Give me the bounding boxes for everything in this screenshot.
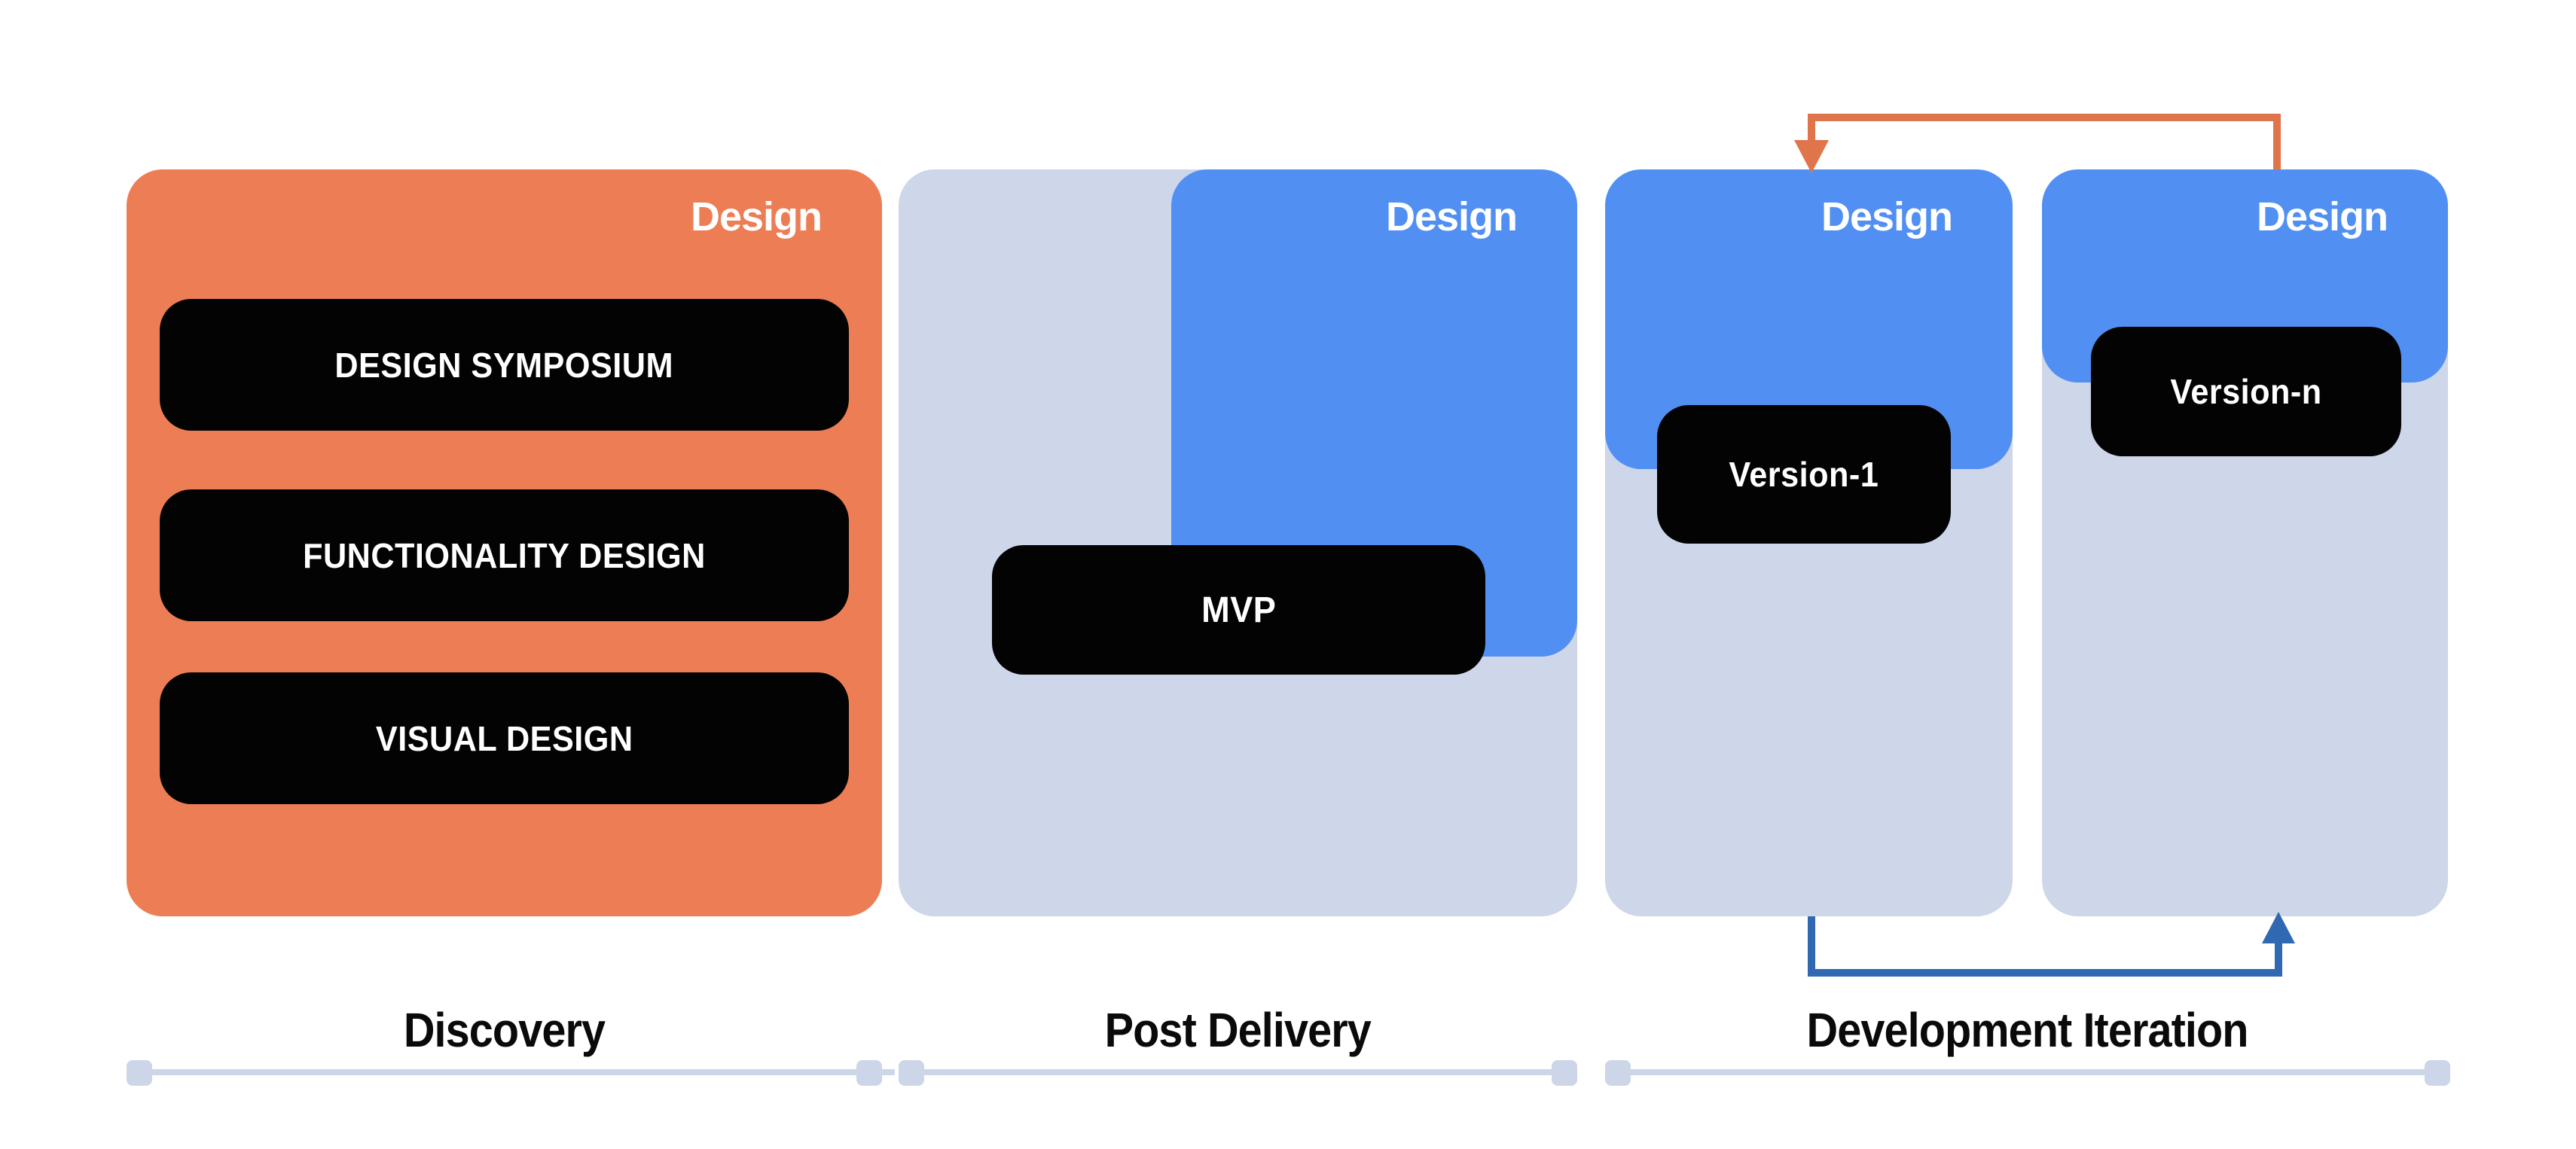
- phase-label-development-iteration: Development Iteration: [1605, 1006, 2450, 1054]
- timeline-endpoint-icon: [127, 1060, 152, 1086]
- pill-visual-design: VISUAL DESIGN: [160, 672, 849, 804]
- arrowhead-down-icon: [1794, 140, 1829, 173]
- feedback-arrow-orange: [1794, 114, 2281, 173]
- timeline-line: [1618, 1069, 2437, 1075]
- pill-label: VISUAL DESIGN: [375, 718, 633, 758]
- arrowhead-up-icon: [2262, 912, 2295, 943]
- discovery-design-box: Design DESIGN SYMPOSIUM FUNCTIONALITY DE…: [127, 169, 882, 916]
- phase-label-text: Post Delivery: [1104, 1003, 1372, 1057]
- pill-version-n: Version-n: [2091, 327, 2401, 456]
- design-tag-iteration-1: Design: [1821, 194, 1953, 239]
- design-tag-label: Design: [1385, 194, 1518, 239]
- pill-label: Version-n: [2170, 372, 2322, 411]
- phase-label-text: Discovery: [403, 1003, 606, 1057]
- timeline-endpoint-icon: [899, 1060, 924, 1086]
- phase-label-text: Development Iteration: [1806, 1003, 2249, 1057]
- phase-label-discovery: Discovery: [127, 1006, 882, 1054]
- pill-version-1: Version-1: [1657, 405, 1951, 544]
- design-tag-label: Design: [690, 194, 823, 239]
- timeline-line: [911, 1069, 1564, 1075]
- timeline-endpoint-icon: [1605, 1060, 1631, 1086]
- timeline-endpoint-icon: [2425, 1060, 2450, 1086]
- pill-design-symposium: DESIGN SYMPOSIUM: [160, 299, 849, 431]
- pill-functionality-design: FUNCTIONALITY DESIGN: [160, 489, 849, 621]
- design-tag-label: Design: [2256, 194, 2388, 239]
- phase-label-post-delivery: Post Delivery: [899, 1006, 1577, 1054]
- pill-mvp: MVP: [992, 545, 1485, 675]
- pill-label: Version-1: [1729, 455, 1879, 494]
- timeline-endpoint-icon: [856, 1060, 882, 1086]
- pill-label: FUNCTIONALITY DESIGN: [303, 535, 706, 575]
- design-tag-label: Design: [1821, 194, 1953, 239]
- pill-label: MVP: [1201, 590, 1277, 630]
- timeline-line: [139, 1069, 895, 1075]
- design-tag-discovery: Design: [690, 194, 823, 239]
- iteration-arrow-blue: [1808, 912, 2295, 977]
- design-tag-iteration-n: Design: [2257, 197, 2388, 237]
- design-tag-post-delivery: Design: [1385, 194, 1518, 239]
- pill-label: DESIGN SYMPOSIUM: [334, 345, 674, 385]
- timeline-endpoint-icon: [1552, 1060, 1577, 1086]
